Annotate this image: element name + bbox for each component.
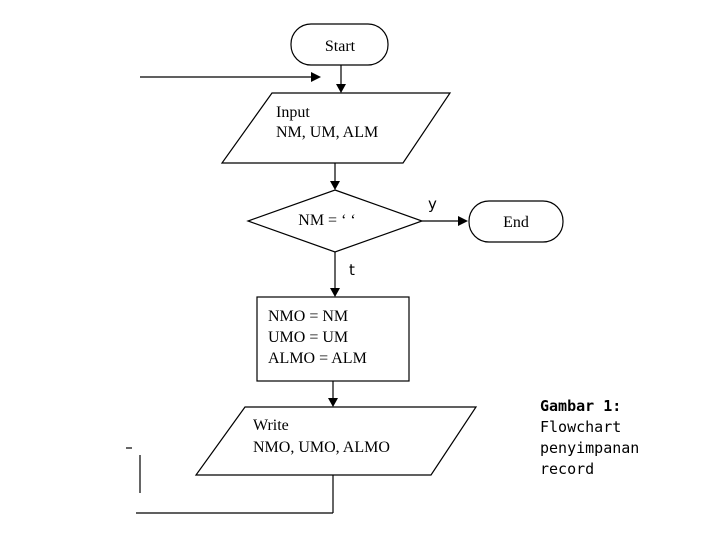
start-label: Start bbox=[325, 38, 356, 55]
start-terminal: Start bbox=[290, 23, 389, 66]
arrowhead-decision-process bbox=[330, 288, 340, 297]
no-branch-label: t bbox=[349, 261, 355, 279]
process-line-3: ALMO = ALM bbox=[268, 350, 367, 367]
caption-line-1: Flowchart bbox=[540, 418, 621, 436]
process-line-1: NMO = NM bbox=[268, 308, 348, 325]
decision-condition: NM = ‘ ‘ bbox=[298, 212, 355, 229]
figure-caption: Gambar 1: Flowchart penyimpanan record bbox=[540, 397, 639, 478]
caption-line-2: penyimpanan bbox=[540, 439, 639, 457]
yes-branch-label: y bbox=[428, 195, 437, 213]
write-title: Write bbox=[253, 417, 289, 434]
end-terminal: End bbox=[468, 200, 564, 243]
process-box: NMO = NM UMO = UM ALMO = ALM bbox=[256, 296, 410, 382]
end-label: End bbox=[503, 214, 529, 231]
arrowhead-process-write bbox=[328, 398, 338, 407]
caption-title: Gambar 1: bbox=[540, 397, 621, 415]
arrowhead-decision-end bbox=[458, 216, 468, 226]
input-vars: NM, UM, ALM bbox=[276, 124, 378, 141]
decision-diamond: NM = ‘ ‘ bbox=[246, 189, 424, 253]
arrowhead-start-input bbox=[336, 84, 346, 93]
input-title: Input bbox=[276, 104, 310, 121]
arrowhead-input-decision bbox=[330, 181, 340, 190]
loop-return-arrowhead bbox=[311, 72, 321, 82]
write-parallelogram: Write NMO, UMO, ALMO bbox=[194, 406, 478, 476]
input-parallelogram: Input NM, UM, ALM bbox=[220, 92, 452, 164]
write-vars: NMO, UMO, ALMO bbox=[253, 439, 390, 456]
caption-line-3: record bbox=[540, 460, 594, 478]
process-line-2: UMO = UM bbox=[268, 329, 348, 346]
